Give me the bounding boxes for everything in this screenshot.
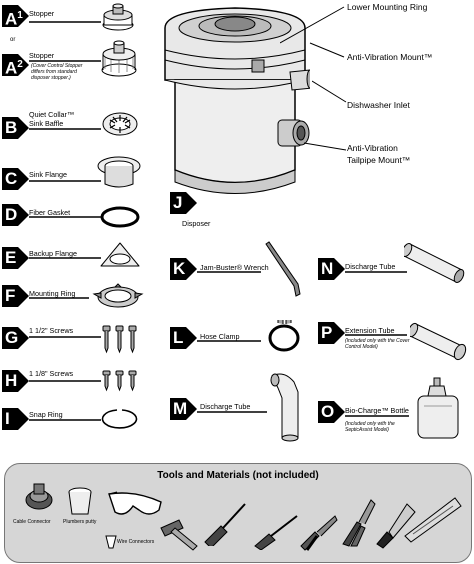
wire-connectors-icon: [105, 535, 117, 549]
part-label-fiber-gasket: Fiber Gasket: [29, 208, 71, 217]
cable-connector-icon: [25, 483, 53, 510]
part-label-stopper-2: Stopper: [29, 51, 55, 60]
mounting-ring-icon: [92, 283, 144, 308]
cover-control-stopper-icon: [101, 40, 137, 77]
part-letter-a2: A2: [2, 54, 29, 78]
tool-label-plumbers-putty: Plumbers putty: [63, 519, 97, 525]
part-label-discharge-tube: Discharge Tube: [345, 262, 396, 271]
elbow-tube-icon: [270, 373, 299, 442]
tools-materials-panel: Tools and Materials (not included) Cable…: [4, 463, 472, 563]
part-note-bio-charge-bottle: (Included only with the SepticAssist Mod…: [345, 421, 395, 433]
hacksaw-icon: [404, 497, 462, 543]
part-label-sink-flange: Sink Flange: [29, 170, 67, 179]
part-label-extension-tube: Extension Tube: [345, 326, 395, 335]
extension-tube-icon: [410, 322, 467, 361]
part-letter-l: L: [170, 327, 197, 349]
part-note-stopper: (Cover Control Stopper differs from stan…: [31, 63, 83, 81]
callout-anti-vibration-mount: Anti-Vibration Mount™: [347, 52, 433, 62]
part-letter-m: M: [170, 398, 197, 420]
part-label-mounting-ring: Mounting Ring: [29, 289, 76, 298]
callout-dishwasher-inlet: Dishwasher Inlet: [347, 100, 410, 110]
part-label-hose-clamp: Hose Clamp: [200, 332, 240, 341]
part-label-short-screws: 1 1/8" Screws: [29, 369, 74, 378]
short-screws-icon: [102, 370, 137, 392]
plumbers-putty-icon: [68, 487, 92, 515]
part-letter-n: N: [318, 258, 345, 280]
part-label-stopper: Stopper: [29, 9, 55, 18]
stopper-icon: [102, 3, 134, 31]
part-letter-h: H: [2, 370, 29, 392]
part-letter-k: K: [170, 258, 197, 280]
tool-label-cable-connector: Cable Connector: [13, 519, 51, 525]
screwdriver-icon: [204, 503, 246, 546]
putty-knife-icon: [376, 503, 416, 549]
backup-flange-icon: [100, 242, 140, 267]
part-letter-f: F: [2, 285, 29, 307]
sink-baffle-icon: [102, 112, 138, 136]
part-label-bio-charge-bottle: Bio-Charge™ Bottle: [345, 406, 409, 415]
part-label-discharge-tube-elbow: Discharge Tube: [200, 402, 251, 411]
straight-tube-icon: [404, 243, 465, 283]
pliers-icon: [300, 515, 338, 551]
long-screws-icon: [102, 325, 137, 354]
part-letter-i: I: [2, 408, 29, 430]
callout-lower-mounting-ring: Lower Mounting Ring: [347, 2, 428, 12]
callout-tailpipe-mount-line1: Anti-Vibration: [347, 143, 398, 153]
part-letter-c: C: [2, 168, 29, 190]
wrench-icon: [265, 241, 301, 297]
part-letter-j: J: [170, 192, 197, 214]
tool-label-wire-connectors: Wire Connectors: [117, 539, 155, 545]
safety-glasses-icon: [108, 491, 162, 515]
part-note-extension-tube: (Included only with the Cover Control Mo…: [345, 338, 410, 350]
fiber-gasket-icon: [100, 206, 140, 228]
part-letter-a1: A1: [2, 5, 29, 29]
part-label-disposer: Disposer: [182, 219, 211, 228]
callout-tailpipe-mount-line2: Tailpipe Mount™: [347, 155, 411, 165]
channel-lock-pliers-icon: [342, 499, 376, 547]
part-label-backup-flange: Backup Flange: [29, 249, 77, 258]
tools-title: Tools and Materials (not included): [157, 470, 319, 481]
part-letter-e: E: [2, 247, 29, 269]
bio-charge-bottle-icon: [417, 377, 459, 439]
part-label-sink-baffle: Quiet Collar™ Sink Baffle: [29, 110, 75, 128]
part-letter-b: B: [2, 117, 29, 139]
part-letter-g: G: [2, 327, 29, 349]
part-letter-o: O: [318, 401, 345, 423]
disposer-icon: [164, 7, 310, 194]
snap-ring-icon: [101, 409, 138, 429]
hammer-icon: [160, 519, 198, 551]
part-letter-d: D: [2, 204, 29, 226]
sink-flange-icon: [97, 156, 141, 188]
phillips-screwdriver-icon: [254, 515, 298, 550]
hose-clamp-icon: [268, 320, 300, 352]
or-connector: or: [10, 37, 16, 43]
part-label-long-screws: 1 1/2" Screws: [29, 326, 74, 335]
part-letter-p: P: [318, 322, 345, 344]
part-label-snap-ring: Snap Ring: [29, 410, 63, 419]
part-label-wrench: Jam-Buster® Wrench: [200, 263, 269, 272]
